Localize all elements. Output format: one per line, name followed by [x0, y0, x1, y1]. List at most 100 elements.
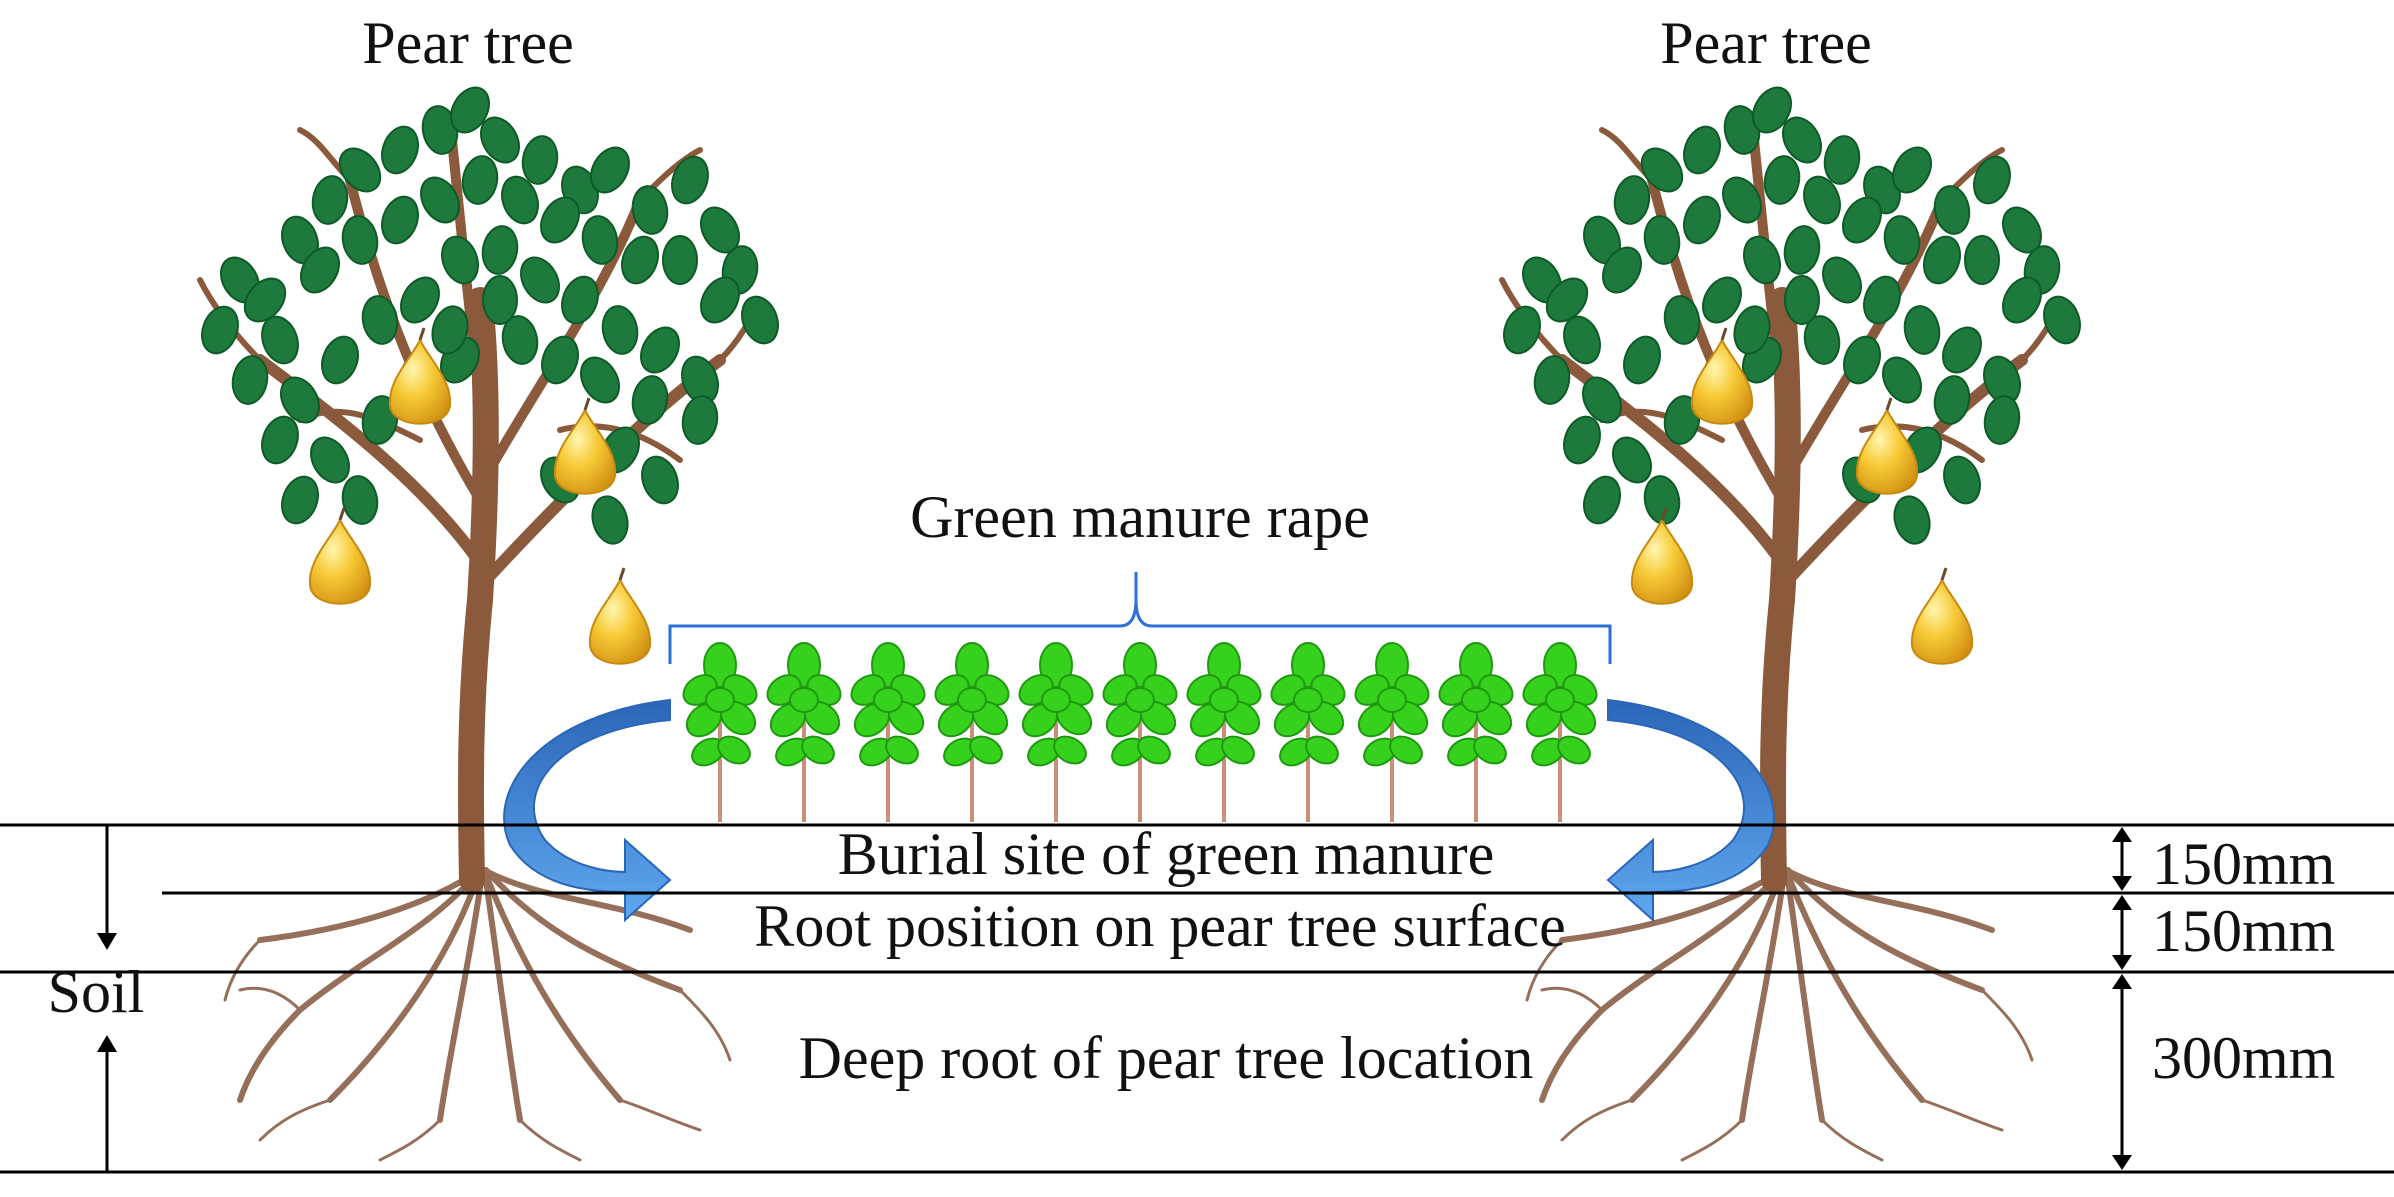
root	[1680, 1118, 1744, 1162]
rape-plant	[1018, 642, 1094, 822]
leaf	[1683, 195, 1721, 245]
plant-leaf	[1053, 735, 1087, 765]
root	[518, 1118, 582, 1162]
root	[1783, 867, 1995, 933]
leaf	[1823, 135, 1861, 185]
leaf	[1803, 175, 1841, 225]
leaf	[1933, 185, 1971, 235]
leaf	[1783, 225, 1821, 275]
leaf	[361, 395, 399, 445]
leaf	[1602, 246, 1642, 294]
layer-label-burial: Burial site of green manure	[838, 821, 1494, 887]
pear-fruit	[388, 337, 452, 425]
leaf	[1613, 175, 1651, 225]
plant-leaf	[1545, 687, 1575, 713]
rape-plant	[1438, 642, 1514, 822]
pear-fruit	[1855, 407, 1919, 495]
pear-fruit	[588, 577, 652, 665]
leaf	[640, 326, 680, 374]
plant-leaf	[1041, 687, 1071, 713]
leaf	[520, 256, 560, 304]
leaf	[561, 275, 599, 325]
soil-arrow-down	[97, 825, 117, 950]
leaf	[1782, 116, 1822, 164]
pear-stem	[1720, 327, 1728, 341]
rape-plant	[766, 642, 842, 822]
pear-fruit	[1690, 337, 1754, 425]
root	[1540, 986, 1604, 1012]
green-manure-plants	[682, 642, 1598, 822]
leaf	[281, 475, 319, 525]
root	[223, 938, 262, 1002]
leaf	[1763, 155, 1801, 205]
leaf	[1784, 275, 1820, 325]
leaf	[1545, 277, 1589, 323]
leaf	[1983, 395, 2021, 445]
rape-plant	[1522, 642, 1598, 822]
plant-leaf	[1305, 735, 1339, 765]
leaf	[1663, 395, 1701, 445]
leaf	[480, 116, 520, 164]
leaf	[1892, 146, 1932, 194]
plant-leaf	[885, 735, 919, 765]
leaf	[1903, 305, 1941, 355]
root	[1539, 867, 1785, 1103]
leaf	[601, 305, 639, 355]
depth-label-150-top: 150mm	[2152, 831, 2335, 897]
leaf	[482, 275, 518, 325]
leaf	[1583, 475, 1621, 525]
leaf	[1733, 305, 1771, 355]
pear-stem	[1940, 567, 1948, 581]
leaf	[1803, 315, 1841, 365]
root	[1785, 872, 1925, 1103]
leaf	[1842, 196, 1882, 244]
leaf	[1683, 125, 1721, 175]
plant-leaf	[705, 687, 735, 713]
leaf	[1612, 436, 1652, 484]
depth-arrow-300	[2112, 974, 2132, 1170]
root	[1785, 877, 1825, 1123]
leaf	[338, 147, 382, 193]
root	[238, 986, 302, 1012]
root	[1920, 1098, 2004, 1132]
rape-plant	[1270, 642, 1346, 822]
leaf	[1640, 147, 1684, 193]
root	[483, 867, 683, 993]
plant-leaf	[957, 687, 987, 713]
leaf	[311, 175, 349, 225]
leaf	[1623, 335, 1661, 385]
leaf	[1973, 155, 2011, 205]
rape-plant	[934, 642, 1010, 822]
rape-plant	[1186, 642, 1262, 822]
plant-leaf	[717, 735, 751, 765]
leaf	[341, 215, 379, 265]
leaf	[1822, 256, 1862, 304]
pear-fruit	[553, 407, 617, 495]
plant-leaf	[969, 735, 1003, 765]
trunk	[1759, 287, 1801, 893]
root	[481, 867, 693, 933]
plant-leaf	[801, 735, 835, 765]
leaf	[591, 495, 629, 545]
leaf	[1743, 235, 1781, 285]
rape-plant	[1354, 642, 1430, 822]
root	[678, 988, 732, 1062]
soil-label: Soil	[48, 959, 145, 1025]
leaf	[631, 375, 669, 425]
leaf	[280, 376, 320, 424]
pear-fruit	[1910, 577, 1974, 665]
leaf	[201, 305, 239, 355]
leaf	[590, 146, 630, 194]
leaf	[361, 295, 399, 345]
tree-roots	[223, 867, 732, 1162]
leaf	[1893, 495, 1931, 545]
root	[1980, 988, 2034, 1062]
leaf	[501, 175, 539, 225]
leaf	[441, 235, 479, 285]
root	[1629, 867, 1785, 1103]
root	[1525, 938, 1564, 1002]
rape-plant	[682, 642, 758, 822]
leaf	[381, 195, 419, 245]
leaf	[741, 295, 779, 345]
